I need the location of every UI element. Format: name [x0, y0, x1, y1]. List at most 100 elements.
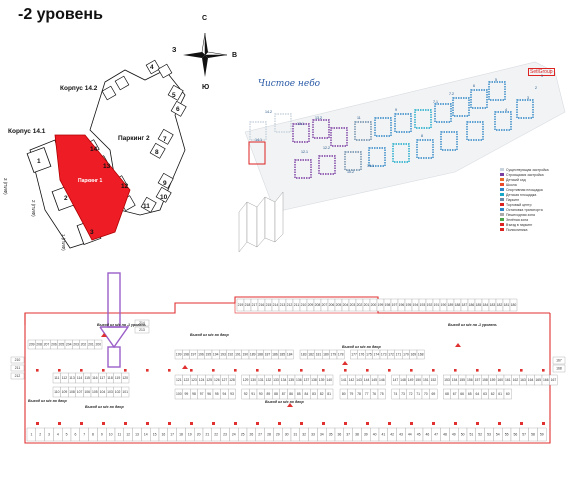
parking-spot-number: 75 [380, 392, 384, 396]
parking-spot-number: 53 [487, 433, 491, 437]
map-building-block [416, 139, 434, 159]
parking-spot[interactable] [10, 372, 25, 380]
parking-spot-number: 150 [415, 378, 421, 382]
parking-spot-number: 38 [355, 433, 359, 437]
parking-spot-number: 111 [54, 376, 59, 380]
parking-spot-number: 51 [470, 433, 474, 437]
parking-spot-number: 98 [192, 392, 196, 396]
parking-spot-number: 137 [304, 378, 310, 382]
parking-spot-number: 181 [504, 303, 510, 307]
parking-spot-number: 95 [215, 392, 219, 396]
parking-spot-number: 118 [107, 376, 113, 380]
parking-spot[interactable] [377, 388, 386, 400]
parking-spot-number: 103 [107, 390, 113, 394]
parking-spot-number: 190 [242, 353, 248, 357]
parking-spot-number: 218 [245, 303, 251, 307]
map-building-block [294, 159, 312, 179]
parking-spot-number: 36 [338, 433, 342, 437]
map-block-label: 10.1 [367, 164, 374, 168]
parking-spot-number: 16 [162, 433, 166, 437]
structural-column [36, 369, 39, 372]
parking-spot[interactable] [552, 364, 566, 373]
parking-spot-number: 167 [556, 359, 562, 363]
section-12-label: 12 [121, 183, 129, 190]
parking-spot-number: 96 [207, 392, 211, 396]
parking-spot-number: 79 [350, 392, 354, 396]
legend-swatch [500, 193, 504, 196]
parking-spot-number: 202 [357, 303, 363, 307]
parking-spot[interactable] [537, 427, 547, 442]
parking-spot-number: 145 [371, 378, 377, 382]
parking-spot-number: 47 [434, 433, 438, 437]
parking-spot[interactable] [10, 356, 25, 364]
parking-spot[interactable] [121, 372, 130, 384]
parking-spot[interactable] [228, 374, 236, 386]
parking-spot[interactable] [121, 386, 130, 398]
parking-spot-number: 74 [394, 392, 398, 396]
parking-spot-number: 178 [338, 353, 344, 357]
district-map [238, 61, 566, 253]
structural-column [256, 422, 259, 425]
parking-spot[interactable] [429, 374, 438, 386]
parking-spot[interactable] [509, 298, 518, 312]
parking-spot-number: 148 [400, 378, 406, 382]
parking-spot-number: 135 [288, 378, 294, 382]
parking-spot-number: 144 [364, 378, 370, 382]
parking-spot-number: 43 [399, 433, 403, 437]
parking-spot[interactable] [549, 374, 558, 386]
parking-spot-number: 101 [122, 390, 128, 394]
parking-spot[interactable] [228, 388, 236, 400]
exit-label-2: Выход из м/с во двор [190, 333, 229, 337]
structural-column [124, 422, 127, 425]
structural-column [190, 422, 193, 425]
parking-spot-number: 114 [77, 376, 83, 380]
compass-west: З [172, 47, 177, 54]
legend-item: Въезд в паркинг [500, 223, 532, 227]
parking-spot[interactable] [325, 374, 334, 386]
section-3-pif-label: 3 (ПИФ) [3, 178, 8, 195]
parking-spot[interactable] [429, 388, 438, 400]
parking-spot[interactable] [503, 388, 512, 400]
parking-spot-number: 10 [109, 433, 113, 437]
map-building-block [414, 109, 432, 129]
structural-column [36, 422, 39, 425]
structural-column [256, 369, 259, 372]
legend-swatch [500, 188, 504, 191]
parking-spot-number: 138 [311, 378, 317, 382]
legend-swatch [500, 203, 504, 206]
structural-column [388, 422, 391, 425]
parking-spot-number: 184 [483, 303, 489, 307]
parking-spot[interactable] [325, 388, 334, 400]
section-14-label: 14 [90, 146, 98, 153]
parking-spot-number: 213 [280, 303, 286, 307]
parking-spot-number: 28 [267, 433, 271, 437]
legend-item: Детский сад [500, 178, 526, 182]
parking-spot-number: 76 [372, 392, 376, 396]
parking-spot[interactable] [94, 339, 103, 350]
parking-spot[interactable] [134, 326, 150, 334]
parking-spot[interactable] [134, 319, 150, 327]
parking-spot-number: 2 [39, 433, 41, 437]
parking-spot-number: 59 [540, 433, 544, 437]
parking-spot-number: 210 [15, 358, 21, 362]
parking-spot[interactable] [552, 356, 566, 365]
parking-spot-number: 176 [359, 353, 365, 357]
parking-spot-number: 157 [475, 378, 481, 382]
parking-spot[interactable] [285, 349, 294, 360]
parking-spot-number: 85 [297, 392, 301, 396]
legend-label: Существующая застройка [506, 168, 549, 172]
structural-column [102, 422, 105, 425]
map-block-label: 13.1 [297, 122, 304, 126]
parking-spot-number: 206 [329, 303, 335, 307]
parking-spot-number: 110 [54, 390, 60, 394]
parking-spot[interactable] [377, 374, 386, 386]
parking-spot[interactable] [416, 349, 425, 360]
parking-spot[interactable] [336, 349, 345, 360]
parking-spot-number: 182 [308, 353, 314, 357]
parking-spot-number: 155 [459, 378, 465, 382]
parking-spot[interactable] [10, 364, 25, 372]
map-building-block [392, 143, 410, 163]
exit-arrow-icon [101, 333, 107, 337]
parking-spot-number: 193 [420, 303, 426, 307]
